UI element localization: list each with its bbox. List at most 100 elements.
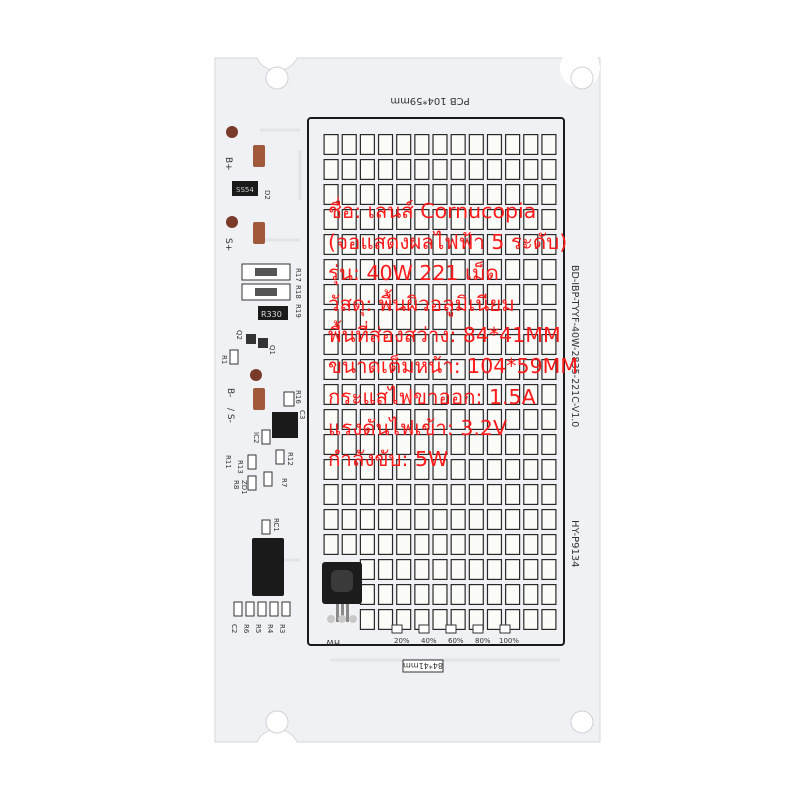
led-lens (488, 385, 501, 404)
led-lens (469, 135, 483, 154)
led-lens (524, 310, 538, 329)
led-lens (488, 535, 501, 554)
led-lens (506, 310, 519, 329)
led-lens (542, 460, 556, 479)
led-lens (361, 610, 374, 629)
led-lens (433, 260, 447, 279)
led-lens (506, 410, 519, 429)
led-lens (451, 135, 465, 154)
led-lens (379, 135, 392, 154)
led-lens (361, 210, 374, 229)
led-lens (397, 160, 411, 179)
led-lens (488, 235, 501, 254)
model-label: HY-P9134 (569, 520, 580, 568)
spec-line-output-current: กระแสไฟขาออก: 1.5A (328, 385, 536, 409)
led-lens (361, 535, 374, 554)
led-lens (415, 135, 429, 154)
pad-b-minus (253, 388, 265, 410)
led-lens (488, 435, 501, 454)
led-lens (433, 160, 447, 179)
label-q2: Q2 (235, 330, 243, 340)
led-lens (379, 160, 392, 179)
label-c2: RC1 (272, 518, 280, 532)
led-array (323, 134, 557, 630)
led-lens (469, 585, 483, 604)
led-lens (379, 285, 392, 304)
led-lens (542, 310, 556, 329)
led-lens (324, 185, 338, 204)
led-lens (415, 385, 429, 404)
led-lens (488, 485, 501, 504)
led-lens (379, 360, 392, 379)
led-lens (324, 160, 338, 179)
led-lens (506, 135, 519, 154)
led-lens (506, 510, 519, 529)
led-lens (324, 410, 338, 429)
led-lens (488, 560, 501, 579)
led-lens (397, 385, 411, 404)
led-lens (506, 585, 519, 604)
led-lens (324, 385, 338, 404)
led-lens (361, 260, 374, 279)
led-lens (542, 260, 556, 279)
led-lens (542, 410, 556, 429)
led-lens (469, 460, 483, 479)
led-lens (415, 185, 429, 204)
left-components: B+ SS54 D2 S+ R330 R17 R18 R19 Q2 Q1 R1 … (220, 126, 306, 634)
led-lens (451, 335, 465, 354)
led-lens (524, 235, 538, 254)
led-lens (361, 135, 374, 154)
led-lens (324, 210, 338, 229)
led-lens (361, 585, 374, 604)
led-lens (469, 260, 483, 279)
led-lens (488, 210, 501, 229)
led-lens (433, 385, 447, 404)
led-lens (433, 485, 447, 504)
led-lens (433, 435, 447, 454)
label-r17: R17 (294, 268, 302, 282)
led-lens (524, 610, 538, 629)
led-lens (488, 360, 501, 379)
led-lens (415, 210, 429, 229)
led-lens (524, 385, 538, 404)
led-lens (415, 435, 429, 454)
led-lens (542, 360, 556, 379)
led-lens (488, 410, 501, 429)
led-lens (451, 235, 465, 254)
led-lens (342, 210, 356, 229)
led-lens (506, 160, 519, 179)
label-r18: R18 (294, 285, 302, 299)
led-lens (342, 160, 356, 179)
led-lens (451, 385, 465, 404)
led-lens (488, 585, 501, 604)
led-lens (451, 485, 465, 504)
led-lens (524, 160, 538, 179)
led-lens (469, 485, 483, 504)
led-lens (361, 410, 374, 429)
led-lens (342, 285, 356, 304)
led-lens (506, 260, 519, 279)
led-lens (361, 485, 374, 504)
led-lens (324, 335, 338, 354)
led-lens (433, 560, 447, 579)
led-lens (433, 460, 447, 479)
led-lens (324, 435, 338, 454)
led-lens (488, 510, 501, 529)
led-lens (469, 360, 483, 379)
led-lens (506, 235, 519, 254)
led-lens (542, 285, 556, 304)
label-r4: R6 (242, 624, 250, 634)
led-lens (324, 235, 338, 254)
led-lens (397, 360, 411, 379)
diode-d2 (232, 181, 258, 196)
led-lens (361, 460, 374, 479)
led-lens (415, 585, 429, 604)
led-lens (469, 160, 483, 179)
led-lens (379, 510, 392, 529)
led-lens (379, 385, 392, 404)
led-lens (451, 560, 465, 579)
led-lens (379, 560, 392, 579)
label-r7: R11 (224, 455, 232, 469)
spec-line-input-voltage: แรงดันไฟเข้า: 3.2V (328, 416, 507, 440)
